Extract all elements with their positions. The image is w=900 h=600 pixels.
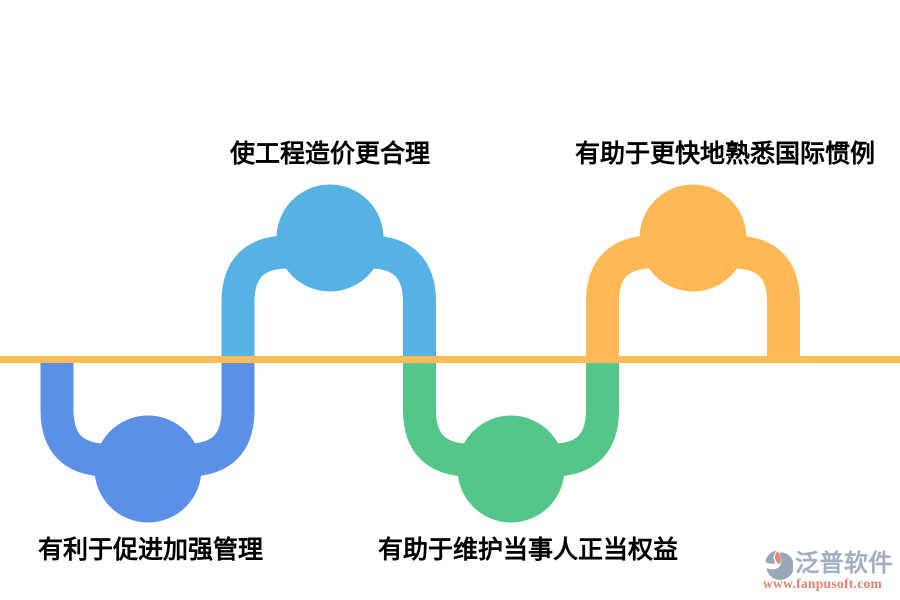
logo-part-accent: [774, 550, 781, 565]
node-circle-1: [94, 415, 202, 523]
brand-name: 泛普软件: [795, 550, 893, 577]
fanpu-logo-icon: [765, 550, 793, 580]
node-circle-4: [639, 184, 747, 292]
brand-watermark: 泛普软件 www.fanpusoft.com: [762, 549, 900, 594]
node-label-bottom-1: 有利于促进加强管理: [38, 536, 264, 564]
node-label-top-1: 使工程造价更合理: [230, 140, 431, 168]
logo-part-fin: [765, 550, 777, 564]
logo-part-body: [766, 552, 793, 580]
timeline-baseline: [0, 356, 900, 363]
node-label-bottom-2: 有助于维护当事人正当权益: [378, 536, 679, 564]
node-label-top-2: 有助于更快地熟悉国际惯例: [575, 140, 876, 168]
node-circle-3: [457, 415, 565, 523]
node-circle-2: [276, 184, 384, 292]
brand-url: www.fanpusoft.com: [763, 576, 883, 591]
